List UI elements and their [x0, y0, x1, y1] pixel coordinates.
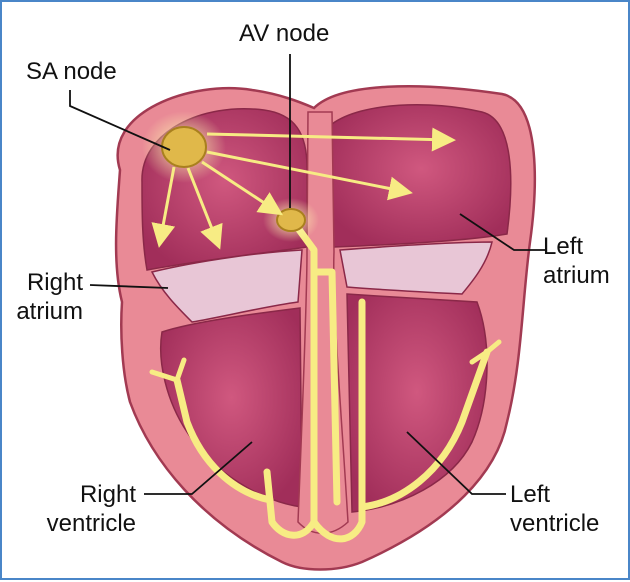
label-right-atrium: Right atrium: [16, 268, 83, 326]
label-av-node: AV node: [239, 19, 329, 48]
label-left-ventricle: Left ventricle: [510, 480, 599, 538]
left-av-valve: [340, 242, 492, 294]
av-node: [277, 209, 305, 231]
label-sa-node: SA node: [26, 57, 117, 86]
sa-node: [162, 127, 206, 167]
left-atrium-chamber: [332, 105, 511, 247]
label-left-atrium: Left atrium: [543, 232, 610, 290]
label-right-ventricle: Right ventricle: [47, 480, 136, 538]
